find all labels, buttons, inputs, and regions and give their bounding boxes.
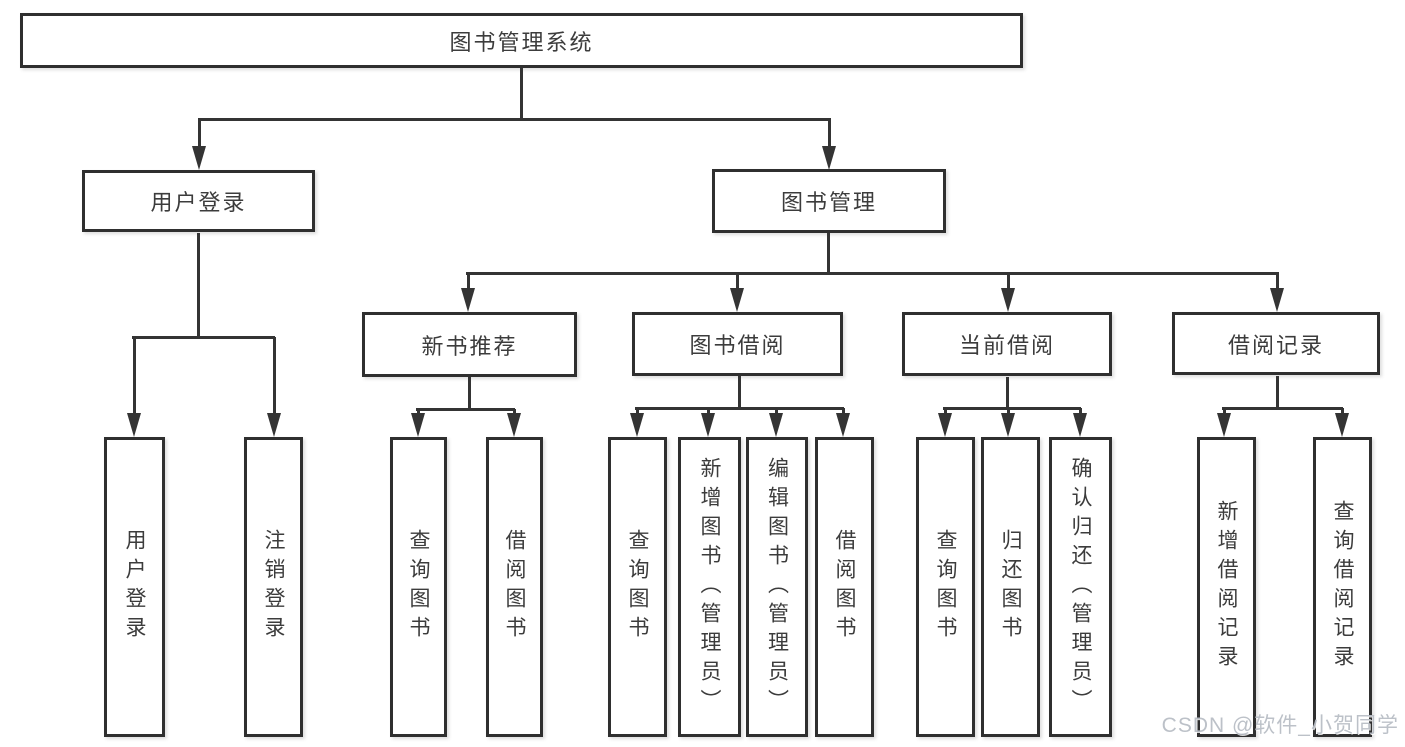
leaf-user-login: 用户登录 (104, 437, 165, 737)
csdn-watermark: CSDN @软件_小贺同学 (1161, 714, 1399, 737)
leaf-query-books-current: 查询图书 (916, 437, 975, 737)
connector-vline (736, 273, 739, 289)
arrow-down-icon (938, 413, 952, 437)
connector-hline (416, 408, 515, 411)
connector-vline (1341, 408, 1344, 414)
leaf-return-book: 归还图书 (981, 437, 1040, 737)
connector-vline (1079, 408, 1082, 414)
leaf-add-book-admin: 新增图书（管理员） (678, 437, 741, 737)
leaf-label: 查询借阅记录 (1331, 500, 1354, 674)
leaf-label: 查询图书 (626, 529, 649, 645)
leaf-logout: 注销登录 (244, 437, 303, 737)
node-label: 当前借阅 (958, 333, 1055, 358)
node-label: 新书推荐 (421, 333, 518, 359)
connector-hline (635, 407, 844, 410)
connector-vline (1006, 377, 1009, 410)
arrow-down-icon (730, 288, 744, 312)
node-book-management: 图书管理 (712, 169, 946, 233)
arrow-down-icon (769, 413, 783, 437)
connector-vline (513, 409, 516, 414)
connector-vline (417, 409, 420, 414)
arrow-down-icon (1001, 288, 1015, 312)
connector-vline (1223, 408, 1226, 414)
connector-vline (1276, 273, 1279, 289)
connector-vline (1007, 273, 1010, 289)
connector-vline (944, 408, 947, 414)
leaf-edit-book-admin: 编辑图书（管理员） (746, 437, 808, 737)
connector-vline (1007, 408, 1010, 414)
leaf-borrow-books-recommend: 借阅图书 (486, 437, 543, 737)
leaf-label: 归还图书 (999, 529, 1022, 645)
arrow-down-icon (507, 413, 521, 437)
connector-vline (1276, 376, 1279, 410)
arrow-down-icon (267, 413, 281, 437)
connector-vline (468, 377, 471, 411)
leaf-label: 借阅图书 (503, 529, 526, 645)
connector-hline (198, 118, 831, 121)
node-label: 图书管理系统 (449, 29, 594, 55)
node-label: 用户登录 (150, 190, 247, 215)
arrow-down-icon (127, 413, 141, 437)
leaf-label: 新增图书（管理员） (698, 456, 721, 718)
leaf-label: 注销登录 (262, 529, 285, 645)
connector-vline (520, 68, 523, 120)
connector-hline (1222, 407, 1343, 410)
node-library-management-system: 图书管理系统 (20, 13, 1023, 68)
node-new-book-recommend: 新书推荐 (362, 312, 577, 377)
connector-vline (198, 119, 201, 147)
connector-vline (273, 337, 276, 414)
arrow-down-icon (701, 413, 715, 437)
leaf-label: 查询图书 (407, 529, 430, 645)
connector-vline (738, 376, 741, 410)
connector-vline (828, 119, 831, 147)
connector-vline (133, 337, 136, 414)
connector-vline (467, 273, 470, 289)
arrow-down-icon (1335, 413, 1349, 437)
arrow-down-icon (1270, 288, 1284, 312)
connector-vline (842, 408, 845, 414)
connector-vline (827, 233, 830, 275)
leaf-query-borrow-record: 查询借阅记录 (1313, 437, 1372, 737)
connector-hline (466, 272, 1279, 275)
leaf-label: 新增借阅记录 (1215, 500, 1238, 674)
arrow-down-icon (630, 413, 644, 437)
arrow-down-icon (836, 413, 850, 437)
node-label: 借阅记录 (1227, 332, 1324, 358)
arrow-down-icon (411, 413, 425, 437)
leaf-label: 查询图书 (934, 529, 957, 645)
leaf-query-books-borrowing: 查询图书 (608, 437, 667, 737)
arrow-down-icon (1217, 413, 1231, 437)
node-current-borrowing: 当前借阅 (902, 312, 1112, 376)
connector-hline (132, 336, 275, 339)
leaf-label: 用户登录 (123, 529, 146, 645)
connector-vline (707, 408, 710, 414)
arrow-down-icon (822, 146, 836, 170)
arrow-down-icon (1001, 413, 1015, 437)
leaf-add-borrow-record: 新增借阅记录 (1197, 437, 1256, 737)
leaf-confirm-return-admin: 确认归还（管理员） (1049, 437, 1112, 737)
arrow-down-icon (192, 146, 206, 170)
connector-vline (197, 233, 200, 339)
leaf-label: 确认归还（管理员） (1069, 456, 1092, 718)
connector-vline (775, 408, 778, 414)
leaf-query-books-recommend: 查询图书 (390, 437, 447, 737)
arrow-down-icon (461, 288, 475, 312)
leaf-label: 借阅图书 (833, 529, 856, 645)
connector-vline (636, 408, 639, 414)
node-borrow-records: 借阅记录 (1172, 312, 1380, 375)
leaf-borrow-books: 借阅图书 (815, 437, 874, 737)
connector-hline (943, 407, 1081, 410)
arrow-down-icon (1073, 413, 1087, 437)
node-user-login-branch: 用户登录 (82, 170, 315, 232)
node-label: 图书管理 (780, 190, 877, 215)
leaf-label: 编辑图书（管理员） (765, 456, 789, 718)
node-book-borrowing: 图书借阅 (632, 312, 843, 376)
node-label: 图书借阅 (689, 333, 786, 358)
